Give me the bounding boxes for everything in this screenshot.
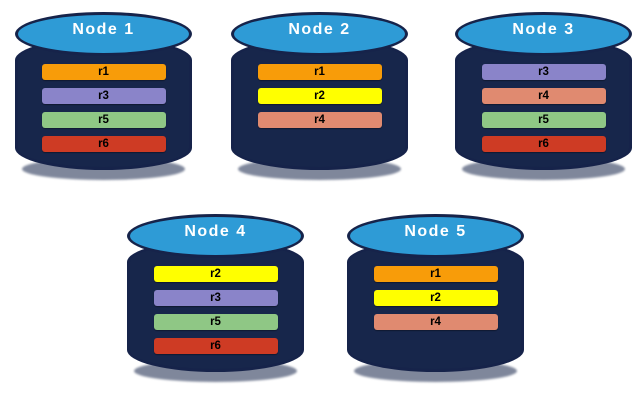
replica-bar-r6[interactable]: r6	[153, 338, 278, 354]
replica-bar-r2[interactable]: r2	[257, 88, 382, 104]
replica-bar-r3[interactable]: r3	[481, 64, 606, 80]
replica-bar-r5[interactable]: r5	[481, 112, 606, 128]
replica-stack: r3 r4 r5 r6	[452, 64, 635, 160]
replica-bar-r3[interactable]: r3	[153, 290, 278, 306]
replica-bar-r2[interactable]: r2	[153, 266, 278, 282]
replica-bar-r3[interactable]: r3	[41, 88, 166, 104]
cylinder-body	[347, 240, 524, 372]
replica-stack: r2 r3 r5 r6	[124, 266, 307, 362]
replica-bar-r4[interactable]: r4	[257, 112, 382, 128]
replica-bar-r1[interactable]: r1	[257, 64, 382, 80]
replica-bar-r1[interactable]: r1	[373, 266, 498, 282]
replica-bar-r4[interactable]: r4	[481, 88, 606, 104]
replica-bar-r2[interactable]: r2	[373, 290, 498, 306]
cylinder-top-disc	[347, 214, 524, 258]
replica-bar-r5[interactable]: r5	[153, 314, 278, 330]
cylinder-top-disc	[127, 214, 304, 258]
replica-bar-r1[interactable]: r1	[41, 64, 166, 80]
replica-stack: r1 r3 r5 r6	[12, 64, 195, 160]
replica-bar-r5[interactable]: r5	[41, 112, 166, 128]
cylinder-top-disc	[455, 12, 632, 56]
replica-bar-r6[interactable]: r6	[481, 136, 606, 152]
replica-bar-r4[interactable]: r4	[373, 314, 498, 330]
cylinder-top-disc	[231, 12, 408, 56]
replica-stack: r1 r2 r4	[344, 266, 527, 338]
replica-stack: r1 r2 r4	[228, 64, 411, 136]
replica-bar-r6[interactable]: r6	[41, 136, 166, 152]
cylinder-top-disc	[15, 12, 192, 56]
